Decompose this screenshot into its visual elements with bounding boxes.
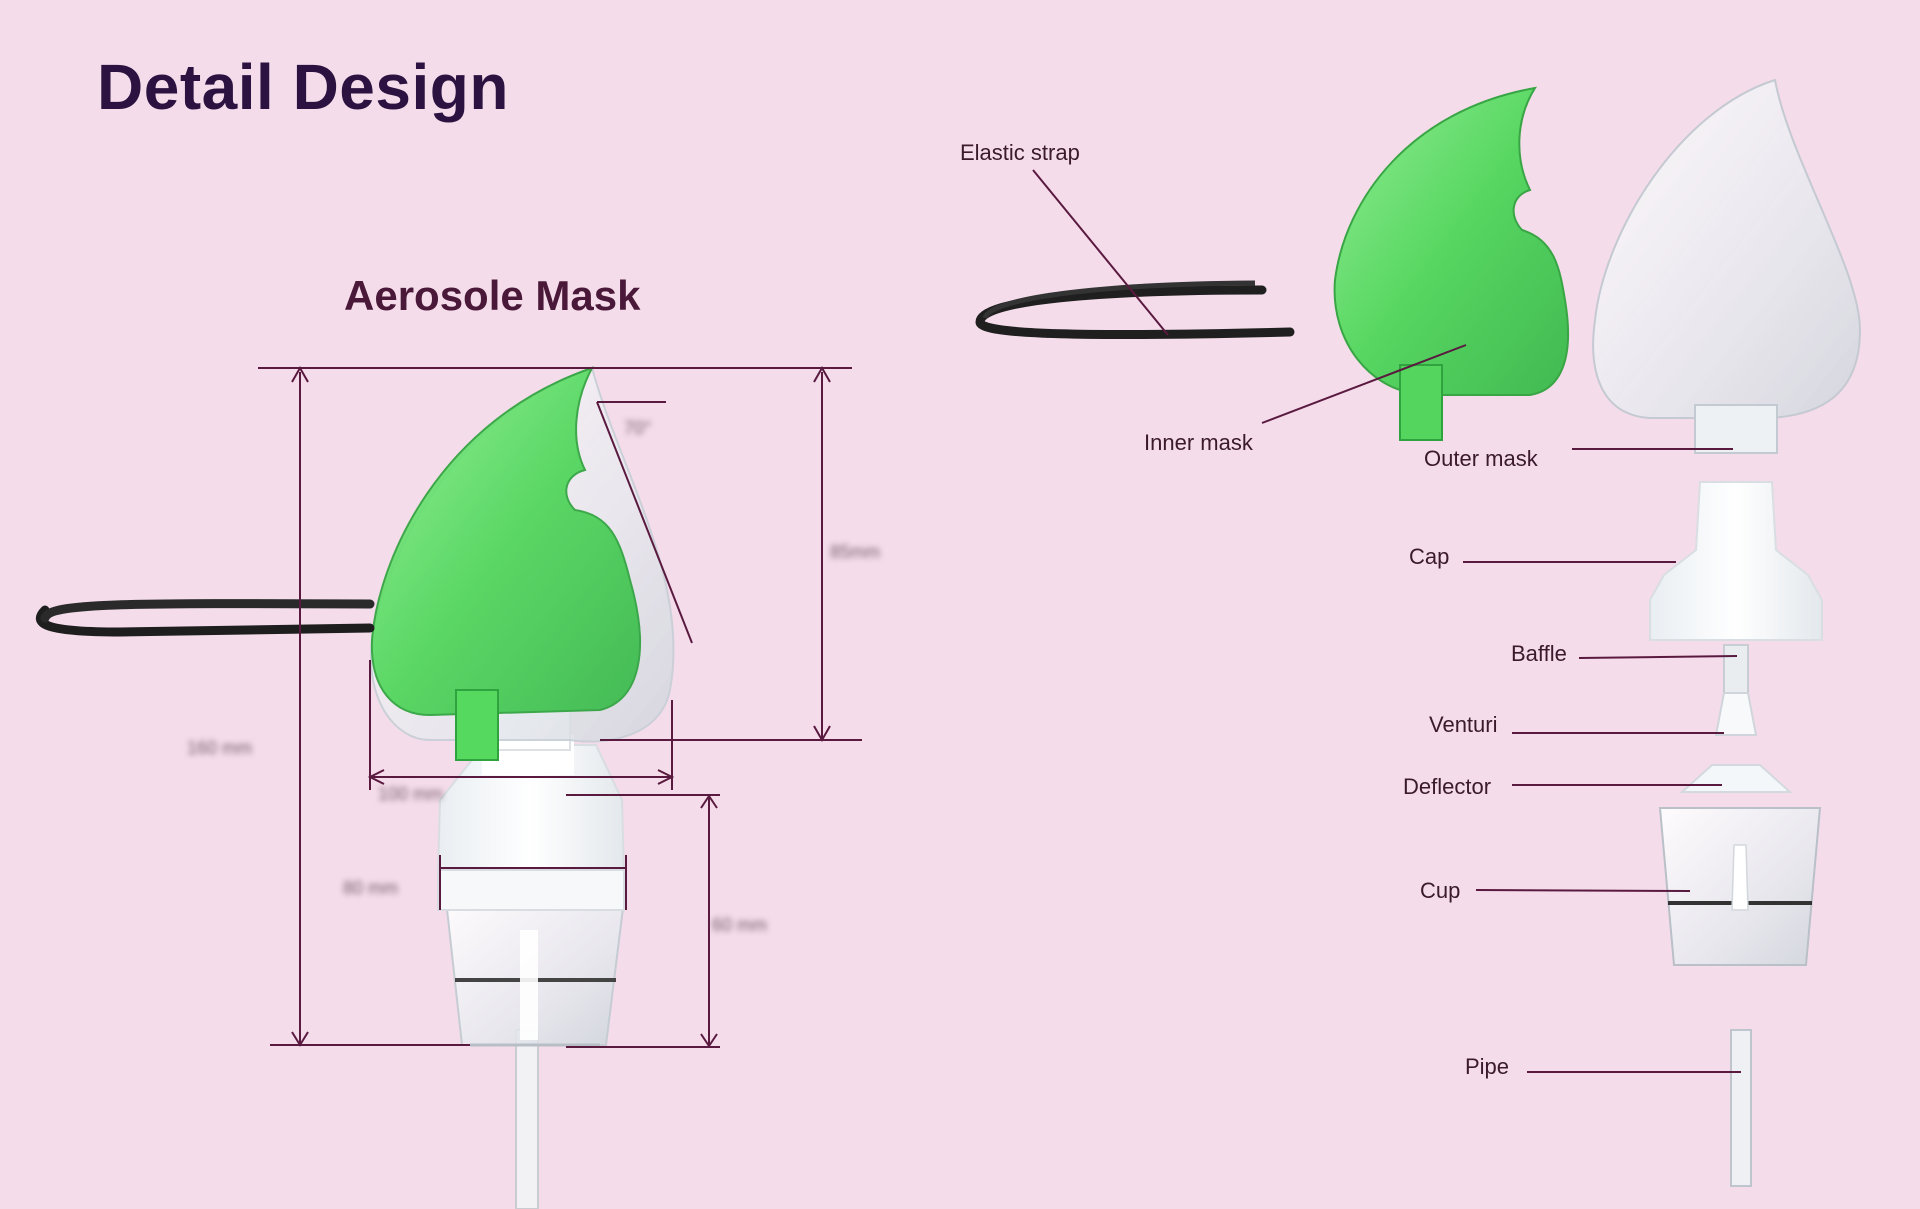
exploded-cap bbox=[1649, 481, 1823, 641]
label-elastic-strap: Elastic strap bbox=[960, 140, 1080, 165]
leader-lines bbox=[1032, 169, 1741, 1073]
exploded-baffle bbox=[1723, 644, 1749, 694]
exploded-elastic-strap bbox=[975, 285, 1295, 340]
exploded-pipe bbox=[1730, 1029, 1752, 1187]
dim-nebulizer-height: 60 mm bbox=[712, 915, 768, 935]
exploded-deflector bbox=[1679, 764, 1793, 793]
label-deflector: Deflector bbox=[1403, 774, 1492, 799]
left-inner-mask bbox=[370, 366, 641, 717]
diagram-subtitle: Aerosole Mask bbox=[344, 272, 641, 319]
label-cup: Cup bbox=[1420, 878, 1461, 903]
exploded-outer-mask bbox=[1592, 78, 1862, 419]
left-elastic-strap bbox=[35, 605, 375, 637]
label-baffle: Baffle bbox=[1511, 641, 1567, 666]
left-pipe bbox=[515, 1029, 539, 1209]
label-venturi: Venturi bbox=[1429, 712, 1498, 737]
dim-mask-height: 85mm bbox=[830, 542, 881, 562]
page-title: Detail Design bbox=[97, 51, 509, 123]
dimension-lines bbox=[258, 365, 862, 1048]
left-inner-mask-port bbox=[455, 689, 499, 761]
dim-total-height: 160 mm bbox=[187, 738, 253, 758]
exploded-venturi bbox=[1714, 692, 1758, 736]
exploded-inner-mask bbox=[1333, 86, 1569, 396]
dim-mask-width: 100 mm bbox=[378, 784, 444, 804]
label-inner-mask: Inner mask bbox=[1144, 430, 1253, 455]
label-pipe: Pipe bbox=[1465, 1054, 1510, 1079]
dim-cap-width: 80 mm bbox=[343, 878, 399, 898]
left-assembled-mask bbox=[35, 366, 675, 1209]
label-cap: Cap bbox=[1409, 544, 1450, 569]
label-outer-mask: Outer mask bbox=[1424, 446, 1538, 471]
dim-angle: 70° bbox=[624, 418, 652, 438]
right-exploded-view bbox=[975, 78, 1862, 1187]
